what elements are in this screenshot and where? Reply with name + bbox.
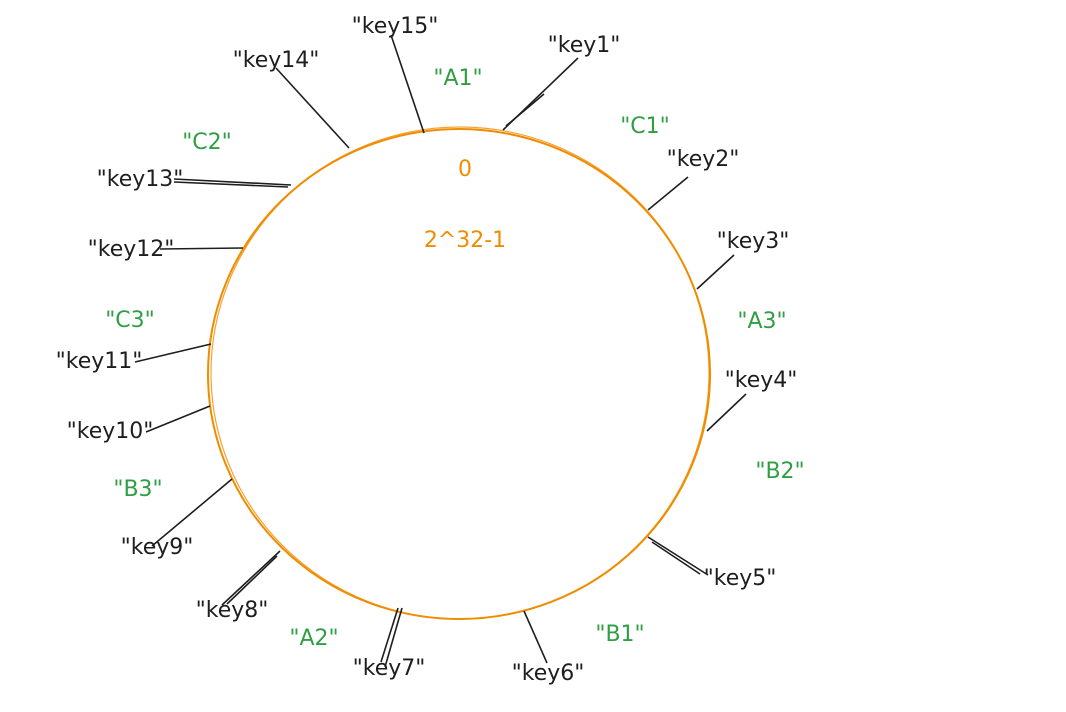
node-label-c2: "C2" <box>182 130 232 155</box>
connector-key5 <box>647 536 709 576</box>
connector-key7-sketch <box>380 607 399 663</box>
key-label-6: "key6" <box>512 661 585 686</box>
connector-key7 <box>384 607 403 668</box>
node-label-c3: "C3" <box>105 308 155 333</box>
key-label-8: "key8" <box>196 598 269 623</box>
key-label-1: "key1" <box>548 33 621 58</box>
connector-key15 <box>390 34 425 134</box>
connector-key14 <box>275 67 350 149</box>
key-connectors <box>134 34 747 668</box>
node-label-a1: "A1" <box>433 66 482 91</box>
hash-ring-circle-sketch <box>210 126 710 620</box>
connector-key12 <box>159 247 244 250</box>
connector-key10 <box>145 405 211 433</box>
connector-key13 <box>173 178 292 186</box>
key-label-4: "key4" <box>725 368 798 393</box>
node-label-b1: "B1" <box>595 622 644 647</box>
key-label-10: "key10" <box>67 419 154 444</box>
node-label-a2: "A2" <box>289 626 338 651</box>
connector-key4 <box>706 393 747 432</box>
node-labels: "A1" "C1" "A3" "B2" "B1" "A2" "B3" "C3" … <box>105 66 804 651</box>
node-label-c1: "C1" <box>620 114 670 139</box>
key-label-15: "key15" <box>352 14 439 39</box>
connector-key8-sketch <box>226 555 278 605</box>
key-label-11: "key11" <box>56 349 143 374</box>
connector-key13-sketch <box>173 181 289 188</box>
connector-key6 <box>523 610 548 664</box>
node-label-a3: "A3" <box>737 309 786 334</box>
connector-key11 <box>134 343 212 363</box>
key-labels: "key1" "key2" "key3" "key4" "key5" "key6… <box>56 14 798 686</box>
key-label-7: "key7" <box>353 656 426 681</box>
connector-key5-sketch <box>651 541 701 575</box>
connector-key1-sketch <box>505 93 545 127</box>
key-label-3: "key3" <box>717 229 790 254</box>
key-label-14: "key14" <box>233 48 320 73</box>
connector-key2 <box>647 176 689 211</box>
node-label-b3: "B3" <box>113 477 162 502</box>
key-label-5: "key5" <box>704 566 777 591</box>
hash-ring <box>207 126 711 620</box>
key-label-9: "key9" <box>121 535 194 560</box>
connector-key3 <box>696 254 735 290</box>
key-label-13: "key13" <box>97 167 184 192</box>
node-label-b2: "B2" <box>755 459 804 484</box>
key-label-12: "key12" <box>88 237 175 262</box>
connector-key9 <box>151 478 233 547</box>
ring-start-label: 0 <box>458 157 472 182</box>
key-label-2: "key2" <box>667 147 740 172</box>
ring-end-label: 2^32-1 <box>424 228 506 253</box>
connector-key8 <box>221 550 281 606</box>
